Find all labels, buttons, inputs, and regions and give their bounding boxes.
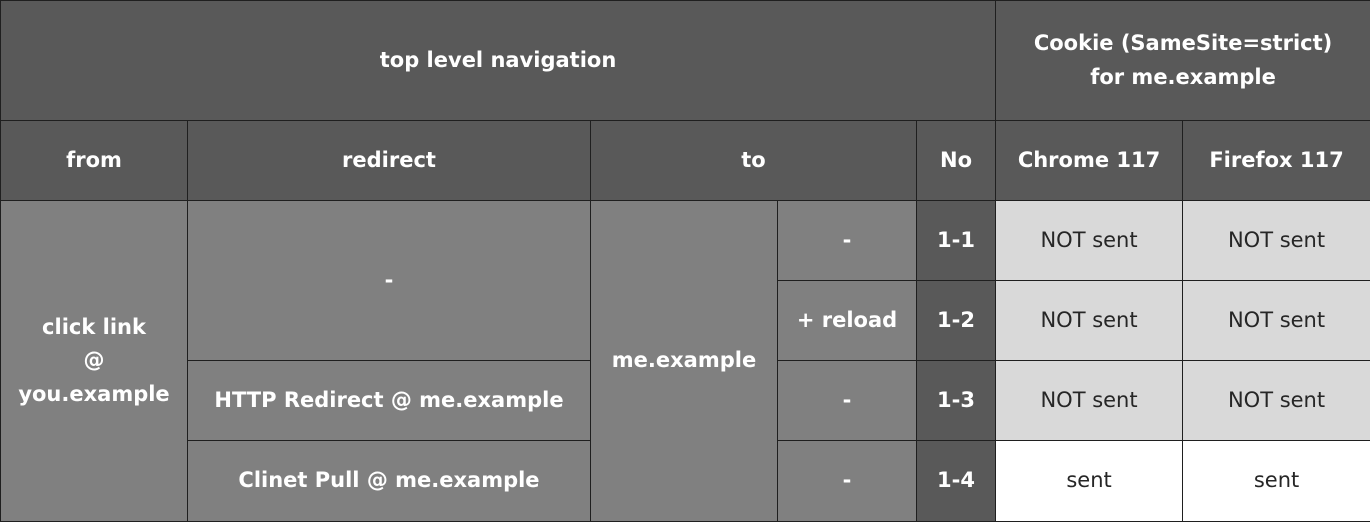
redirect-header: redirect bbox=[188, 121, 591, 201]
no-cell: 1-1 bbox=[917, 201, 996, 281]
from-line3: you.example bbox=[1, 378, 187, 412]
firefox-result: sent bbox=[1183, 441, 1370, 522]
top-level-navigation-header: top level navigation bbox=[1, 1, 996, 121]
chrome-result: sent bbox=[996, 441, 1183, 522]
firefox-header: Firefox 117 bbox=[1183, 121, 1370, 201]
from-line2: @ bbox=[1, 344, 187, 378]
redirect-cell: Clinet Pull @ me.example bbox=[188, 441, 591, 522]
from-cell: click link @ you.example bbox=[1, 201, 188, 522]
chrome-result: NOT sent bbox=[996, 201, 1183, 281]
from-line1: click link bbox=[1, 311, 187, 345]
top-level-navigation-label: top level navigation bbox=[380, 48, 617, 72]
no-cell: 1-4 bbox=[917, 441, 996, 522]
chrome-result: NOT sent bbox=[996, 281, 1183, 361]
cookie-header-line1: Cookie (SameSite=strict) bbox=[996, 27, 1370, 61]
to-sub-cell: - bbox=[778, 361, 917, 441]
no-cell: 1-3 bbox=[917, 361, 996, 441]
cookie-header: Cookie (SameSite=strict) for me.example bbox=[996, 1, 1370, 121]
firefox-result: NOT sent bbox=[1183, 281, 1370, 361]
to-header: to bbox=[591, 121, 917, 201]
cookie-header-line2: for me.example bbox=[996, 61, 1370, 95]
no-cell: 1-2 bbox=[917, 281, 996, 361]
redirect-cell: - bbox=[188, 201, 591, 361]
redirect-cell: HTTP Redirect @ me.example bbox=[188, 361, 591, 441]
to-sub-cell: - bbox=[778, 201, 917, 281]
from-header: from bbox=[1, 121, 188, 201]
firefox-result: NOT sent bbox=[1183, 201, 1370, 281]
chrome-result: NOT sent bbox=[996, 361, 1183, 441]
no-header: No bbox=[917, 121, 996, 201]
table-row: click link @ you.example - me.example - … bbox=[1, 201, 1370, 281]
to-sub-cell: + reload bbox=[778, 281, 917, 361]
firefox-result: NOT sent bbox=[1183, 361, 1370, 441]
to-sub-cell: - bbox=[778, 441, 917, 522]
to-cell: me.example bbox=[591, 201, 778, 522]
chrome-header: Chrome 117 bbox=[996, 121, 1183, 201]
